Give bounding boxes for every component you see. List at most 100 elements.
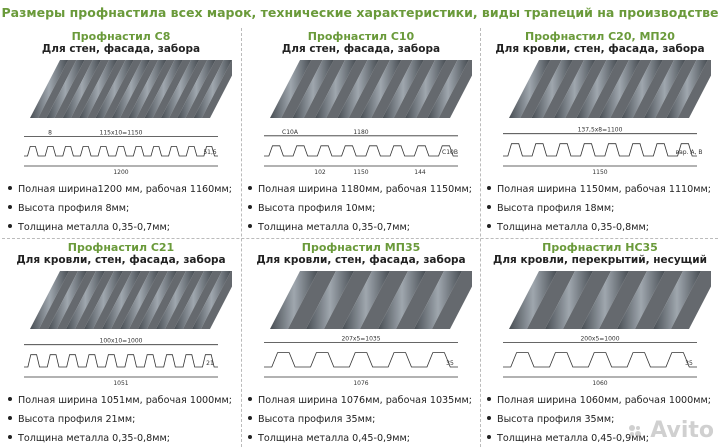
sheet-rib <box>79 60 118 118</box>
sheet-rib <box>306 271 354 329</box>
sheet-rib <box>677 60 711 118</box>
spec-thickness: Толщина металла 0,45-0,9мм; <box>485 429 717 448</box>
sheet-rib <box>128 60 167 118</box>
sheet-rib <box>84 271 123 329</box>
sheet-rib <box>599 60 641 118</box>
sheet-rib <box>565 60 607 118</box>
sheet-rib <box>193 60 232 118</box>
sheet-rib <box>315 60 357 118</box>
product-use: Для кровли, стен, фасада, забора <box>256 254 466 266</box>
spec-width: Полная ширина 1076мм, рабочая 1035мм; <box>246 391 478 410</box>
profile-drawing <box>264 342 458 378</box>
grid-divider <box>480 28 481 447</box>
drawing-label: С10В <box>442 149 458 156</box>
sheet-rib <box>147 271 186 329</box>
sheet-rib <box>120 60 159 118</box>
drawing-label: 51,5 <box>203 149 217 156</box>
sheet-rib <box>653 271 701 329</box>
sheet-rib <box>281 60 323 118</box>
spec-width: Полная ширина 1150мм, рабочая 1110мм; <box>485 180 717 199</box>
drawing-label: 1200 <box>113 169 128 176</box>
product-card-c8: Профнастил С8 Для стен, фасада, забора 1… <box>2 28 240 237</box>
grid-divider <box>241 28 242 447</box>
sheet-rib <box>87 60 126 118</box>
drawing-label: 8 <box>48 130 52 137</box>
spec-thickness: Толщина металла 0,35-0,8мм; <box>485 218 717 237</box>
sheet-rib <box>414 271 462 329</box>
products-grid: Профнастил С8 Для стен, фасада, забора 1… <box>2 28 718 447</box>
sheet-rib <box>427 60 469 118</box>
drawing-label: 115х10=1150 <box>100 130 143 137</box>
sheet-rib <box>581 271 629 329</box>
sheet-rib <box>527 271 575 329</box>
sheet-rib <box>360 271 408 329</box>
spec-thickness: Толщина металла 0,45-0,9мм; <box>246 429 478 448</box>
sheet-rib <box>136 60 175 118</box>
product-use: Для стен, фасада, забора <box>41 43 201 55</box>
sheet-rib <box>655 60 697 118</box>
sheet-image <box>30 271 232 329</box>
spec-width: Полная ширина 1180мм, рабочая 1150мм; <box>246 180 478 199</box>
watermark: Avito <box>650 418 714 443</box>
sheet-rib <box>288 271 336 329</box>
product-card-c10: Профнастил С10 Для стен, фасада, забора … <box>242 28 480 237</box>
sheet-rib <box>192 271 231 329</box>
profile-line <box>24 354 218 368</box>
sheet-rib <box>632 60 674 118</box>
spec-width: Полная ширина 1051мм, рабочая 1000мм; <box>6 391 238 410</box>
drawing-label: 21 <box>206 360 214 367</box>
sheet-rib <box>554 60 596 118</box>
sheet-rib <box>303 60 345 118</box>
sheet-rib <box>270 60 312 118</box>
sheet-rib <box>177 60 216 118</box>
sheet-rib <box>70 60 110 118</box>
product-name: Профнастил С21 <box>67 241 175 254</box>
spec-height: Высота профиля 35мм; <box>246 410 478 429</box>
sheet-rib <box>542 60 584 118</box>
product-card-c21: Профнастил С21 Для кровли, стен, фасада,… <box>2 239 240 448</box>
sheet-rib <box>576 60 618 118</box>
sheet-rib <box>62 60 101 118</box>
profile-drawing <box>503 133 697 167</box>
product-card-ns35: Профнастил НС35 Для кровли, перекрытий, … <box>481 239 719 448</box>
sheet-rib <box>93 271 132 329</box>
drawing-label: 1060 <box>592 380 607 387</box>
sheet-rib <box>292 60 334 118</box>
sheet-rib <box>342 271 390 329</box>
product-specs: Полная ширина 1051мм, рабочая 1000мм; Вы… <box>6 391 238 448</box>
sheet-rib <box>152 60 191 118</box>
sheet-rib <box>30 271 69 329</box>
sheet-rib <box>66 271 105 329</box>
sheet-image <box>30 60 232 118</box>
spec-thickness: Толщина металла 0,35-0,8мм; <box>6 429 238 448</box>
profile-drawing <box>264 135 458 167</box>
profile-line <box>503 143 697 157</box>
spec-height: Высота профиля 18мм; <box>485 199 717 218</box>
profile-line <box>24 146 218 157</box>
sheet-rib <box>75 271 114 329</box>
drawing-label: 1051 <box>113 380 128 387</box>
sheet-rib <box>120 271 159 329</box>
drawing-label: 1076 <box>353 380 368 387</box>
product-specs: Полная ширина1200 мм, рабочая 1160мм; Вы… <box>6 180 238 237</box>
sheet-rib <box>438 60 472 118</box>
spec-width: Полная ширина1200 мм, рабочая 1160мм; <box>6 180 238 199</box>
drawing-label: 1150 <box>592 169 607 176</box>
grid-divider <box>2 238 718 239</box>
sheet-rib <box>185 60 224 118</box>
sheet-rib <box>144 60 183 118</box>
sheet-rib <box>48 271 87 329</box>
sheet-rib <box>201 271 232 329</box>
drawing-label: вар. А, В <box>676 149 703 156</box>
product-name: Профнастил С10 <box>307 30 415 43</box>
profile-drawing <box>503 342 697 378</box>
sheet-rib <box>509 60 551 118</box>
sheet-rib <box>111 271 150 329</box>
sheet-rib <box>169 60 208 118</box>
product-use: Для кровли, перекрытий, несущий <box>493 254 707 266</box>
sheet-rib <box>39 271 78 329</box>
